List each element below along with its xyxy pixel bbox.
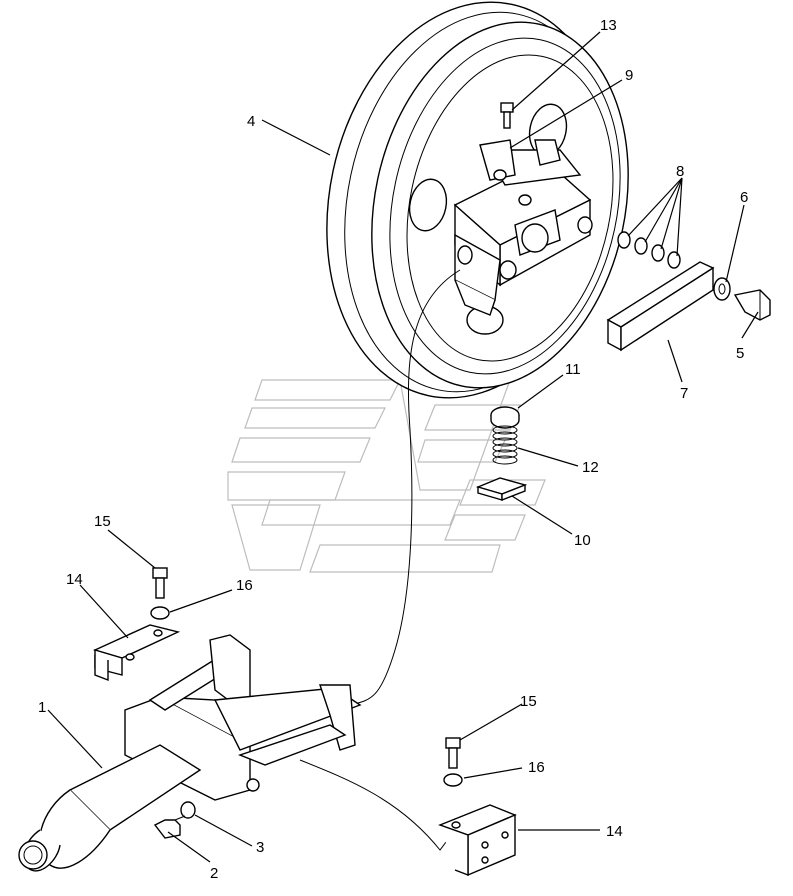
callout-11: 11 (565, 361, 581, 378)
washer-16-lower (443, 773, 463, 787)
block-10 (475, 477, 528, 502)
recoil-cylinder (18, 634, 362, 872)
callout-4: 4 (247, 113, 255, 130)
bracket-14-lower (438, 804, 517, 877)
callout-15-lower: 15 (520, 693, 537, 710)
callout-6: 6 (740, 189, 748, 206)
plate-7 (606, 261, 715, 352)
callout-5: 5 (736, 345, 744, 362)
bolt-13 (500, 102, 514, 129)
leader-lines (47, 31, 759, 863)
washers-8 (617, 231, 681, 269)
callout-labels: 1 2 3 4 5 6 7 8 9 10 11 12 13 14 14 15 1… (38, 17, 748, 882)
callout-16-upper: 16 (236, 577, 253, 594)
cap-11 (490, 406, 520, 429)
assembly-line (299, 759, 456, 851)
callout-8: 8 (676, 163, 684, 180)
callout-10: 10 (574, 532, 591, 549)
callout-16-lower: 16 (528, 759, 545, 776)
washer-3 (180, 801, 196, 819)
spring-12 (492, 425, 518, 465)
assembly-line (349, 269, 461, 706)
callout-2: 2 (210, 865, 218, 882)
callout-1: 1 (38, 699, 46, 716)
bolt-15-lower (445, 737, 461, 769)
callout-13: 13 (600, 17, 617, 34)
callout-12: 12 (582, 459, 599, 476)
bolt-5 (733, 289, 771, 321)
callout-9: 9 (625, 67, 633, 84)
callout-15-upper: 15 (94, 513, 111, 530)
washer-6 (713, 277, 731, 301)
callout-14-upper: 14 (66, 571, 83, 588)
bolt-2 (153, 815, 186, 839)
hub-bracket (453, 139, 593, 316)
bracket-14-upper (93, 624, 181, 682)
callout-7: 7 (680, 385, 688, 402)
callout-3: 3 (256, 839, 264, 856)
callout-14-lower: 14 (606, 823, 623, 840)
bolt-15-upper (152, 567, 168, 599)
washer-16-upper (150, 606, 170, 620)
